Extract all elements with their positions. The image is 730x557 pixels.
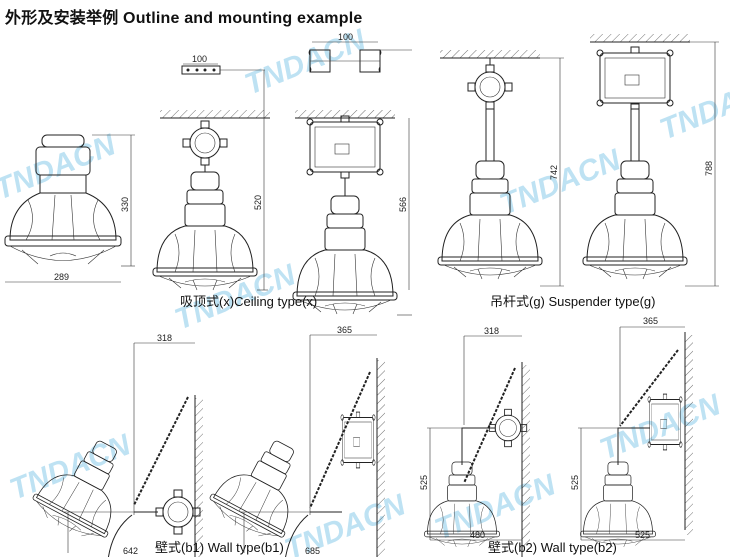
watermark: TNDACN (495, 143, 626, 222)
caption-wall-type-b2: 壁式(b2) Wall type(b2) (488, 540, 617, 555)
dimension-label: 520 (253, 195, 263, 210)
dimension-label: 525 (419, 475, 429, 490)
ceiling-type-round-box: 100 520 (152, 54, 270, 291)
dimension-label: 318 (484, 326, 499, 336)
dimension-label: 525 (635, 530, 650, 540)
watermark: TNDACN (280, 488, 411, 557)
ceiling-type-square-box: 100 566 (292, 32, 412, 316)
wall-type-b2-round-box: 318 525 480 (419, 326, 530, 557)
dimension-label: 289 (54, 272, 69, 282)
dimension-label: 330 (120, 197, 130, 212)
watermark: TNDACN (5, 428, 136, 507)
dimension-label: 100 (192, 54, 207, 64)
base-outline-lamp: 330 289 (4, 134, 135, 283)
dimension-label: 480 (470, 530, 485, 540)
dimension-label: 318 (157, 333, 172, 343)
dimension-label: 566 (398, 197, 408, 212)
dimension-label: 788 (704, 161, 714, 176)
suspender-type-round-box: 742 (437, 50, 564, 287)
dimension-label: 365 (337, 325, 352, 335)
dimension-label: 642 (123, 546, 138, 556)
page-title: 外形及安装举例 Outline and mounting example (5, 10, 363, 27)
caption-suspender-type: 吊杆式(g) Suspender type(g) (490, 294, 655, 309)
caption-ceiling-type: 吸顶式(x)Ceiling type(x) (180, 294, 317, 309)
dimension-label: 365 (643, 316, 658, 326)
dimension-label: 742 (549, 165, 559, 180)
wall-type-b1-round-box: 318 425 642 (26, 333, 203, 557)
watermark: TNDACN (430, 468, 561, 547)
caption-wall-type-b1: 壁式(b1) Wall type(b1) (155, 540, 284, 555)
dimension-label: 685 (305, 546, 320, 556)
wall-type-b2-square-box: 365 525 525 (570, 316, 693, 548)
dimension-label: 525 (570, 475, 580, 490)
dimension-label: 100 (338, 32, 353, 42)
watermark: TNDACN (655, 68, 730, 147)
watermark: TNDACN (0, 128, 121, 207)
wall-type-b1-square-box: 365 425 685 (203, 325, 385, 557)
suspender-type-square-box: 788 (582, 34, 719, 287)
